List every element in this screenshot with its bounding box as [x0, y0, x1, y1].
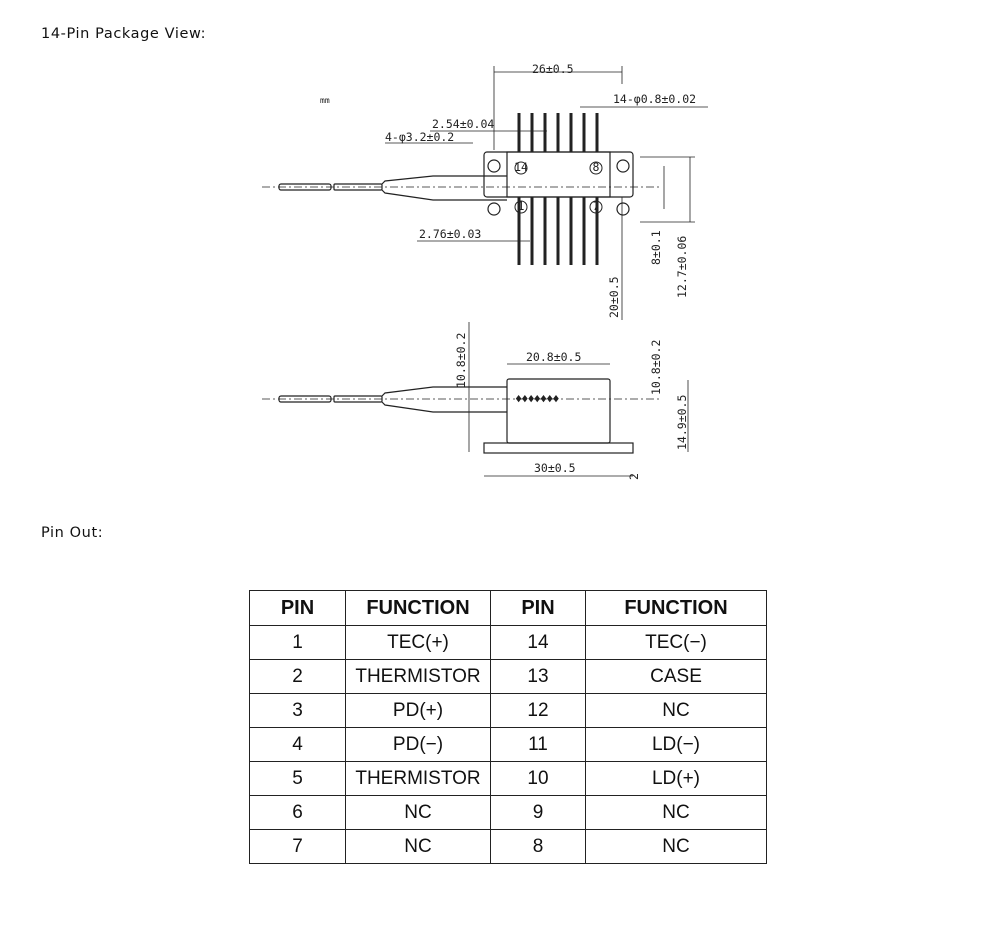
table-cell: 12	[490, 693, 586, 728]
table-cell: THERMISTOR	[345, 659, 491, 694]
table-cell: 6	[249, 795, 346, 830]
table-cell: 14	[490, 625, 586, 660]
table-cell: PD(−)	[345, 727, 491, 762]
table-cell: NC	[345, 829, 491, 864]
table-cell: 1	[249, 625, 346, 660]
unit-label: mm	[320, 96, 330, 105]
svg-text:1: 1	[518, 199, 525, 213]
svg-text:12.7±0.06: 12.7±0.06	[675, 236, 689, 298]
svg-text:2: 2	[627, 473, 641, 480]
table-cell: 4	[249, 727, 346, 762]
package-body	[506, 151, 611, 198]
svg-text:10.8±0.2: 10.8±0.2	[649, 340, 663, 395]
package-flange	[483, 151, 634, 198]
table-cell: PD(+)	[345, 693, 491, 728]
col-header: FUNCTION	[345, 590, 491, 626]
table-cell: 9	[490, 795, 586, 830]
table-cell: 7	[249, 829, 346, 864]
table-cell: THERMISTOR	[345, 761, 491, 796]
svg-text:20±0.5: 20±0.5	[607, 276, 621, 318]
svg-text:14-φ0.8±0.02: 14-φ0.8±0.02	[613, 92, 696, 106]
svg-text:8: 8	[593, 160, 600, 174]
table-cell: 5	[249, 761, 346, 796]
svg-text:10.8±0.2: 10.8±0.2	[454, 333, 468, 388]
pinout-heading: Pin Out:	[41, 525, 104, 541]
table-cell: 8	[490, 829, 586, 864]
col-header: PIN	[490, 590, 586, 626]
package-view-heading: 14-Pin Package View:	[41, 26, 207, 42]
svg-text:8±0.1: 8±0.1	[649, 230, 663, 265]
table-cell: NC	[585, 829, 767, 864]
table-cell: 13	[490, 659, 586, 694]
table-cell: LD(+)	[585, 761, 767, 796]
table-cell: 11	[490, 727, 586, 762]
table-cell: 3	[249, 693, 346, 728]
svg-text:4-φ3.2±0.2: 4-φ3.2±0.2	[385, 130, 454, 144]
top-view: 14 8 1 7 26±0.5 14-φ0.8±0.02 2.54±0.04 4-φ…	[262, 62, 708, 320]
table-cell: CASE	[585, 659, 767, 694]
svg-text:20.8±0.5: 20.8±0.5	[526, 350, 581, 364]
table-cell: TEC(−)	[585, 625, 767, 660]
col-header: PIN	[249, 590, 346, 626]
svg-text:2.76±0.03: 2.76±0.03	[419, 227, 481, 241]
svg-text:♦♦♦♦♦♦♦: ♦♦♦♦♦♦♦	[515, 392, 559, 406]
col-header: FUNCTION	[585, 590, 767, 626]
dim-width: 26±0.5	[532, 62, 574, 76]
table-cell: NC	[345, 795, 491, 830]
svg-text:2.54±0.04: 2.54±0.04	[432, 117, 494, 131]
svg-text:14: 14	[514, 160, 528, 174]
package-drawing: mm 14 8 1 7 26±0.5 14-φ0.8±0.02 2.54±0.04 …	[262, 62, 708, 480]
table-cell: NC	[585, 795, 767, 830]
svg-text:7: 7	[593, 199, 600, 213]
svg-text:14.9±0.5: 14.9±0.5	[675, 395, 689, 450]
table-cell: 2	[249, 659, 346, 694]
table-cell: LD(−)	[585, 727, 767, 762]
table-cell: TEC(+)	[345, 625, 491, 660]
side-view: ♦♦♦♦♦♦♦ 10.8±0.2 20.8±0.5 10.8±0.2 14.9±…	[262, 322, 689, 480]
table-cell: NC	[585, 693, 767, 728]
table-cell: 10	[490, 761, 586, 796]
svg-text:30±0.5: 30±0.5	[534, 461, 576, 475]
